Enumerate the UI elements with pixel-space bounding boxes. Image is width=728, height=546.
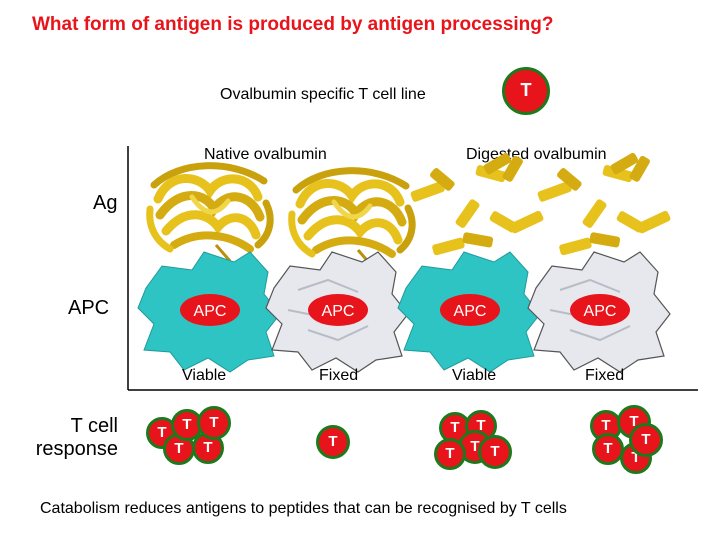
apc-label-3: APC [454,303,487,320]
apc-viable-1: APC [137,251,281,373]
row-label-tcell: T cell response [30,415,118,461]
row-label-apc: APC [68,297,110,319]
row-label-tcell-line1: T cell [70,415,118,437]
apc-label-1: APC [194,303,227,320]
apc-label-2: APC [322,303,355,320]
apc-label-4: APC [584,303,617,320]
digested-ovalbumin-1 [409,151,545,256]
apc-viable-2: APC [397,251,541,373]
apc-state-1: Viable [182,367,227,384]
t-cell: T [592,433,624,465]
native-ovalbumin-1 [150,166,270,261]
row-label-tcell-line2: response [35,438,118,460]
native-ovalbumin-label: Native ovalbumin [204,146,327,163]
page-title: What form of antigen is produced by anti… [32,14,554,35]
apc-state-4: Fixed [585,367,625,384]
t-cell: T [629,423,663,457]
t-cell-line-icon: T [502,67,550,115]
footer-caption: Catabolism reduces antigens to peptides … [40,500,567,517]
native-ovalbumin-2 [292,171,412,266]
t-cell: T [434,438,466,470]
t-cell: T [478,435,512,469]
t-cell-cluster-2: T [316,425,350,459]
apc-state-3: Viable [452,367,497,384]
apc-fixed-1: APC [265,251,409,373]
apc-fixed-2: APC [527,251,671,373]
apc-state-2: Fixed [319,367,359,384]
row-label-ag: Ag [93,192,118,214]
t-cell: T [197,406,231,440]
digested-ovalbumin-2 [536,151,672,256]
t-line-label: Ovalbumin specific T cell line [220,86,426,103]
